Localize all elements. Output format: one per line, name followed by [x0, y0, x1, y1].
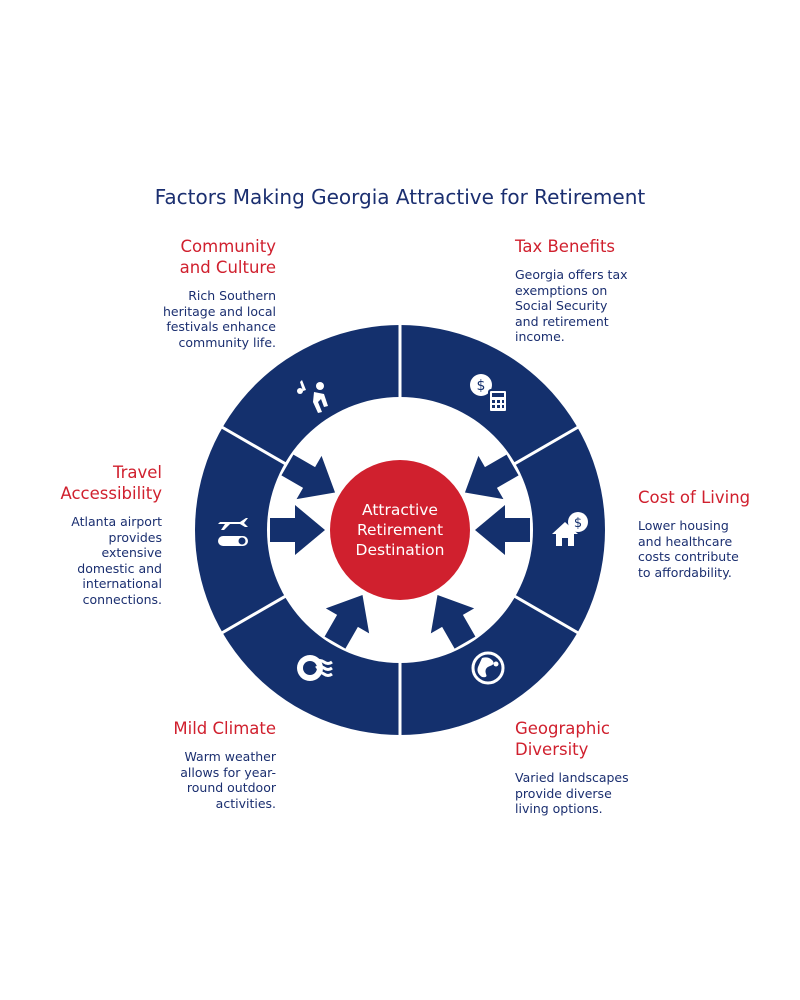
airplane-icon [218, 518, 248, 546]
factor-geo: Geographic Diversity Varied landscapes p… [515, 718, 715, 817]
sun-waves-icon [297, 655, 333, 681]
svg-text:$: $ [477, 378, 486, 394]
factor-title: Community and Culture [179, 237, 276, 277]
factor-title: Mild Climate [173, 719, 276, 738]
center-circle [330, 460, 470, 600]
arrow-cost [475, 505, 530, 555]
factor-title: Travel Accessibility [60, 463, 162, 503]
factor-cost: Cost of Living Lower housing and healthc… [638, 487, 788, 580]
svg-text:$: $ [574, 516, 582, 531]
arrow-community [281, 454, 336, 500]
factor-title: Tax Benefits [515, 237, 616, 256]
arrow-geo [430, 594, 476, 649]
factor-travel: Travel Accessibility Atlanta airport pro… [20, 462, 162, 607]
arrow-climate [324, 594, 370, 649]
factor-climate: Mild Climate Warm weather allows for yea… [110, 718, 276, 811]
factor-community: Community and Culture Rich Southern heri… [110, 236, 276, 350]
center-label: Attractive Retirement Destination [355, 501, 445, 559]
dollar-calculator-icon: $ [470, 374, 508, 413]
arrow-tax [464, 454, 519, 500]
factor-tax: Tax Benefits Georgia offers tax exemptio… [515, 236, 715, 345]
globe-icon [471, 651, 505, 685]
factor-description: Lower housing and healthcare costs contr… [638, 518, 739, 580]
arrow-travel [270, 505, 325, 555]
factor-description: Warm weather allows for year- round outd… [180, 749, 276, 811]
factor-description: Varied landscapes provide diverse living… [515, 770, 629, 816]
dancing-person-icon [297, 380, 328, 413]
factor-description: Rich Southern heritage and local festiva… [162, 288, 276, 350]
house-dollar-icon: $ [552, 512, 588, 546]
factor-title: Geographic Diversity [515, 719, 610, 759]
factor-description: Atlanta airport provides extensive domes… [71, 514, 162, 607]
diagram-title: Factors Making Georgia Attractive for Re… [154, 185, 646, 209]
factor-description: Georgia offers tax exemptions on Social … [515, 267, 628, 344]
factor-title: Cost of Living [638, 488, 751, 507]
